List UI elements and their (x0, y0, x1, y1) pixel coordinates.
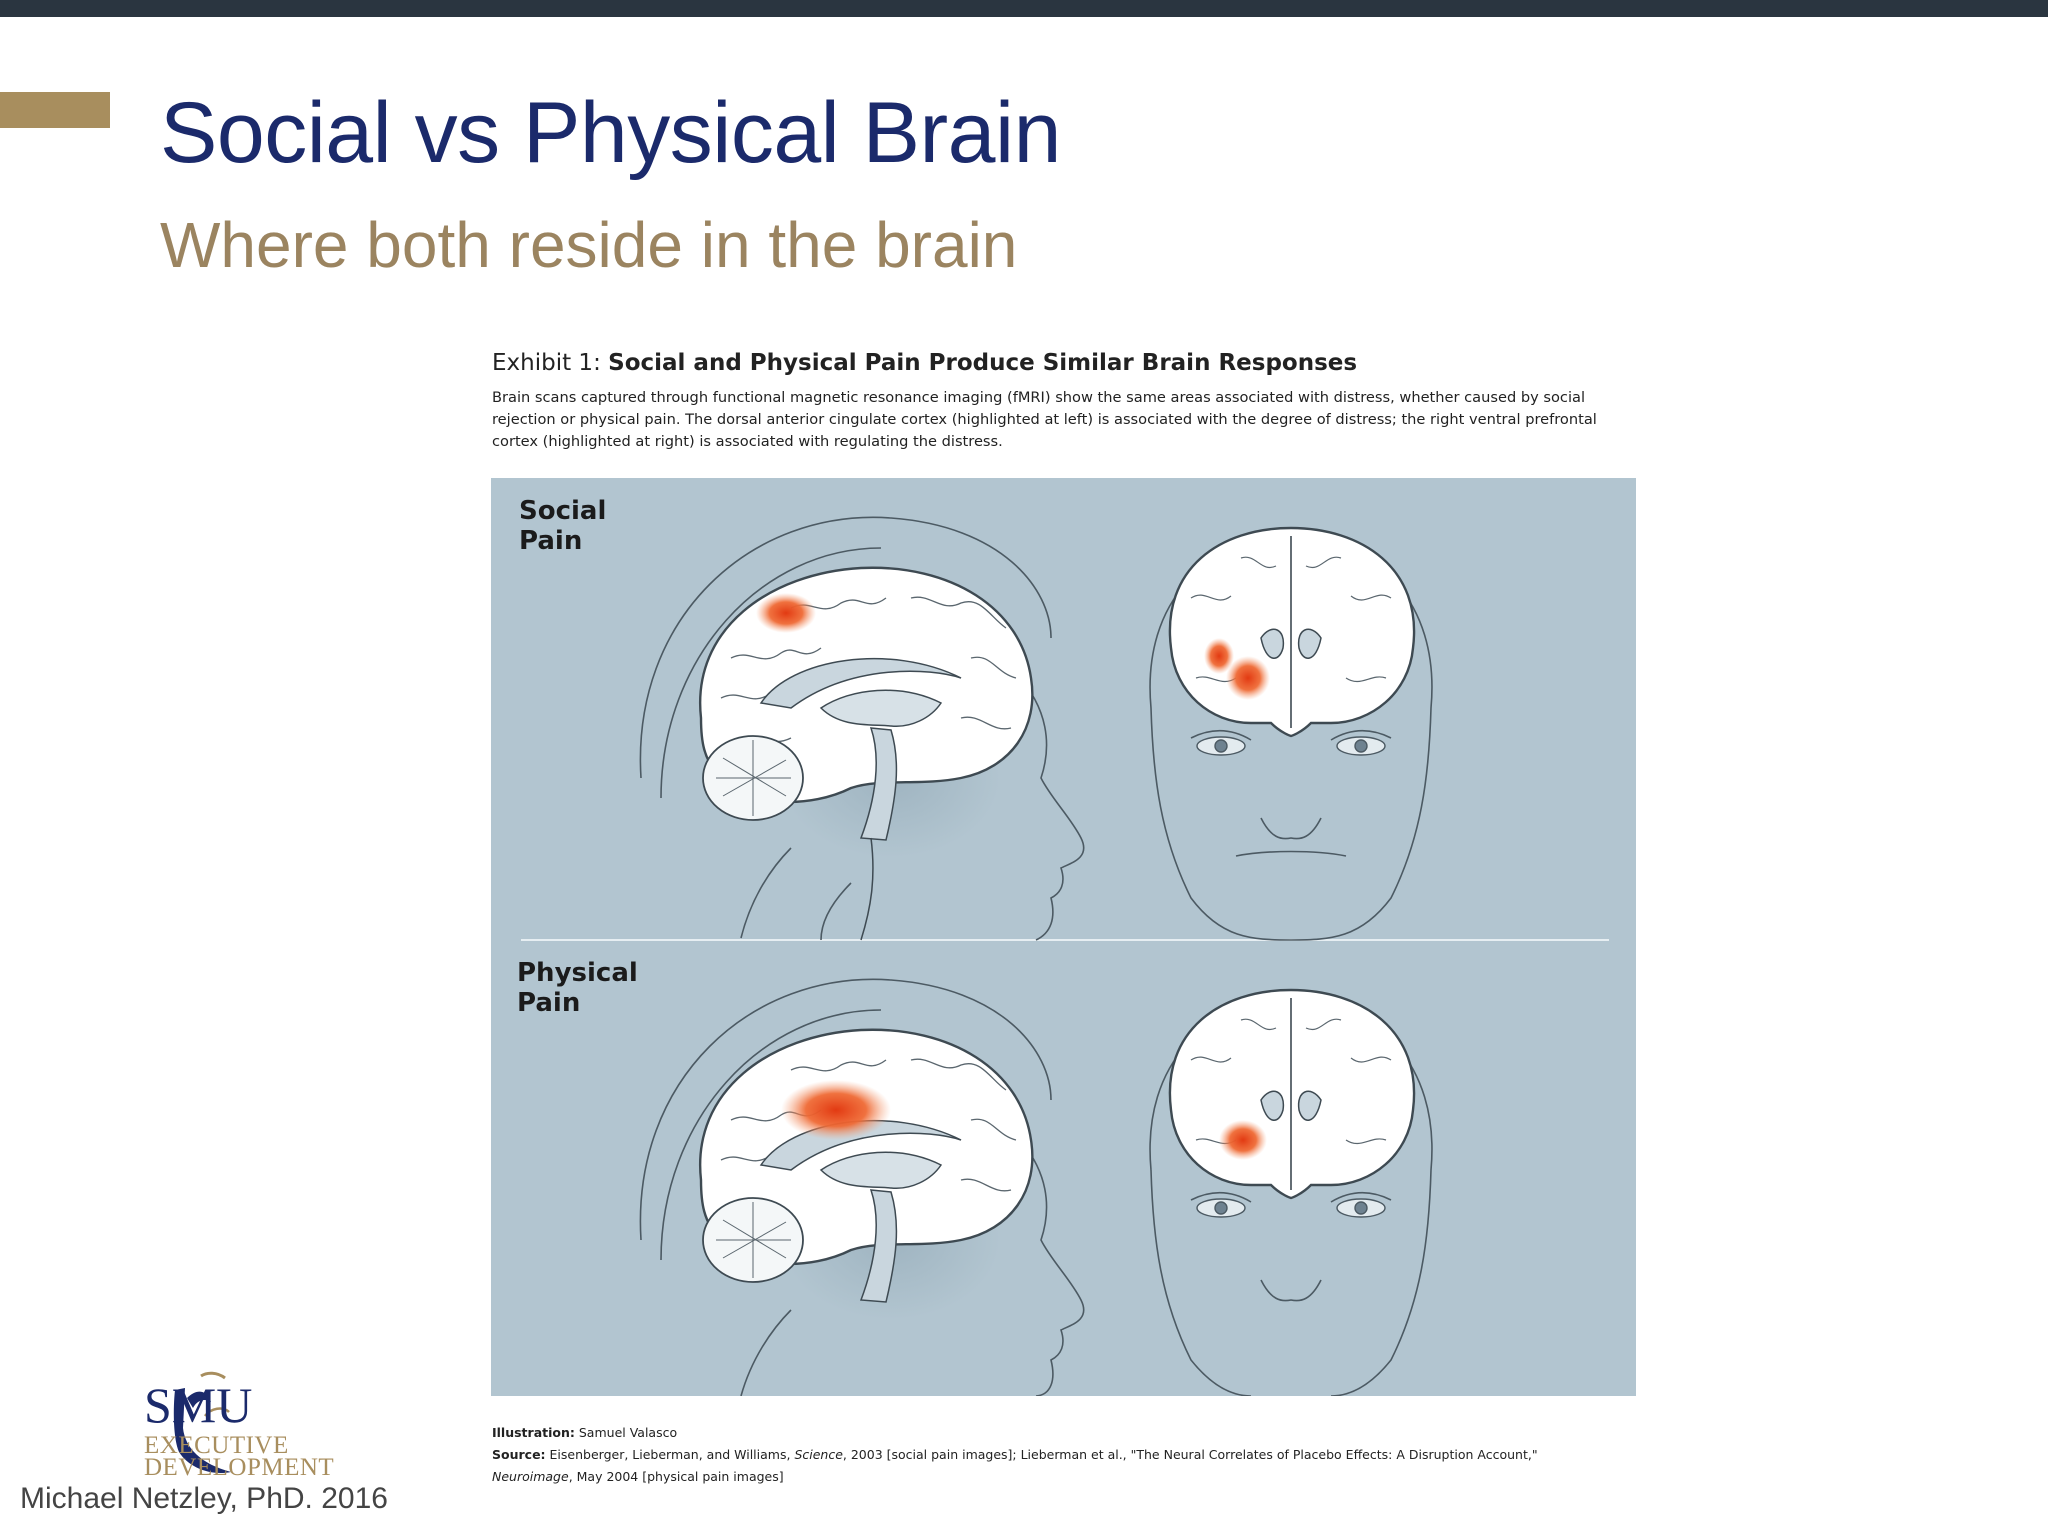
exhibit-label: Exhibit 1: (492, 350, 601, 376)
exhibit-description: Brain scans captured through functional … (492, 389, 1597, 450)
slide-subtitle: Where both reside in the brain (160, 209, 1018, 281)
slide-title: Social vs Physical Brain (160, 85, 1061, 181)
illustration-credit: Illustration: Samuel Valasco (492, 1422, 1692, 1444)
physical-pain-label-line2: Pain (517, 988, 581, 1018)
logo-line-2: DEVELOPMENT (144, 1454, 335, 1481)
source-label: Source: (492, 1447, 546, 1462)
physical-pain-label: Physical Pain (517, 958, 638, 1018)
top-bar (0, 0, 2048, 17)
source-credit-cont: Neuroimage, May 2004 [physical pain imag… (492, 1466, 1692, 1488)
social-rvlpfc-highlight-1 (1204, 638, 1234, 674)
physical-coronal-brain (1168, 988, 1416, 1200)
social-rvlpfc-highlight-2 (1226, 656, 1270, 700)
physical-rvlpfc-highlight (1219, 1120, 1267, 1160)
social-eyes (1196, 736, 1386, 756)
social-pain-label-line2: Pain (519, 526, 583, 556)
source-text-2: , 2003 [social pain images]; Lieberman e… (842, 1447, 1538, 1462)
source-text-1: Eisenberger, Lieberman, and Williams, (549, 1447, 795, 1462)
physical-side-head (639, 978, 1085, 1396)
source-journal-2: Neuroimage (492, 1469, 569, 1484)
exhibit-credits: Illustration: Samuel Valasco Source: Eis… (492, 1422, 1692, 1488)
social-pain-label-line1: Social (519, 496, 607, 526)
social-sagittal-brain (698, 566, 1034, 941)
exhibit-title: Social and Physical Pain Produce Similar… (608, 350, 1358, 376)
brain-illustration: Social Pain Physical Pain (491, 478, 1636, 1396)
physical-eyes (1196, 1198, 1386, 1218)
physical-pain-label-line1: Physical (517, 958, 638, 988)
illustration-label: Illustration: (492, 1425, 575, 1440)
logo-line-1: EXECUTIVE (144, 1432, 289, 1459)
social-dacc-highlight (756, 593, 816, 633)
smu-logo-icon (173, 1371, 231, 1474)
source-credit: Source: Eisenberger, Lieberman, and Will… (492, 1444, 1692, 1466)
exhibit-heading: Exhibit 1: Social and Physical Pain Prod… (492, 350, 1357, 376)
physical-dacc-highlight (781, 1080, 891, 1140)
source-text-3: , May 2004 [physical pain images] (568, 1469, 784, 1484)
illustration-text: Samuel Valasco (578, 1425, 678, 1440)
social-pain-label: Social Pain (519, 496, 606, 556)
social-coronal-brain (1168, 526, 1416, 738)
brain-illustration-drawing (521, 516, 1609, 1396)
title-accent-bar (0, 92, 110, 128)
source-journal-1: Science (794, 1447, 843, 1462)
author-credit: Michael Netzley, PhD. 2016 (20, 1482, 388, 1515)
social-side-head (639, 516, 1085, 941)
logo-name: SMU (144, 1377, 253, 1433)
